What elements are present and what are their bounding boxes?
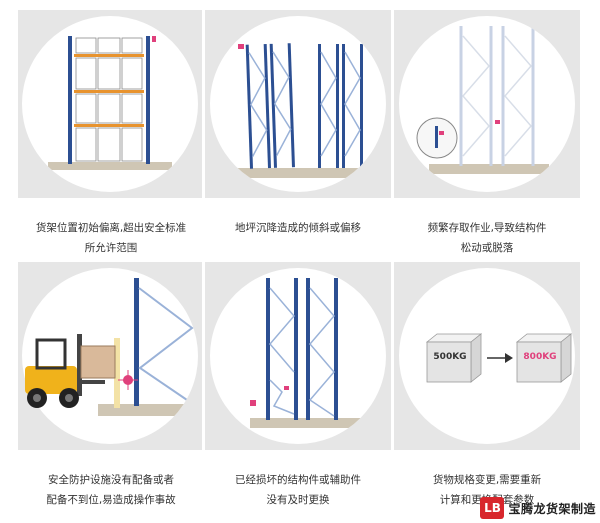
- box-label-after: 800KG: [518, 352, 562, 362]
- caption-initial-offset: 货架位置初始偏离,超出安全标准 所允许范围: [16, 218, 206, 258]
- logo-text: 宝腾龙货架制造: [508, 500, 596, 517]
- tilted-rack-illustration: [210, 16, 386, 192]
- panel-missing-protection: [18, 262, 202, 450]
- caption-floor-settlement: 地坪沉降造成的倾斜或偏移: [203, 218, 393, 238]
- caption-loose-parts: 频繁存取作业,导致结构件 松动或脱落: [392, 218, 582, 258]
- logo-mark: LB: [480, 497, 504, 519]
- panel-damaged-parts: [205, 262, 391, 450]
- illustration-circle: [210, 16, 386, 192]
- panel-floor-settlement: [205, 10, 391, 198]
- box-label-before: 500KG: [428, 352, 472, 362]
- panel-loose-parts: [394, 10, 580, 198]
- illustration-circle: [399, 16, 575, 192]
- damaged-rack-illustration: [210, 268, 386, 444]
- brand-logo: LB 宝腾龙货架制造: [480, 496, 596, 520]
- loaded-rack-illustration: [22, 16, 198, 192]
- illustration-circle: [210, 268, 386, 444]
- caption-damaged-parts: 已经损坏的结构件或辅助件 没有及时更换: [203, 470, 393, 510]
- caption-missing-protection: 安全防护设施没有配备或者 配备不到位,易造成操作事故: [16, 470, 206, 510]
- forklift-icon: [17, 320, 121, 416]
- panel-spec-change: 500KG 800KG: [394, 262, 580, 450]
- panel-initial-offset: [18, 10, 202, 198]
- illustration-circle: [22, 16, 198, 192]
- loose-brace-illustration: [399, 16, 575, 192]
